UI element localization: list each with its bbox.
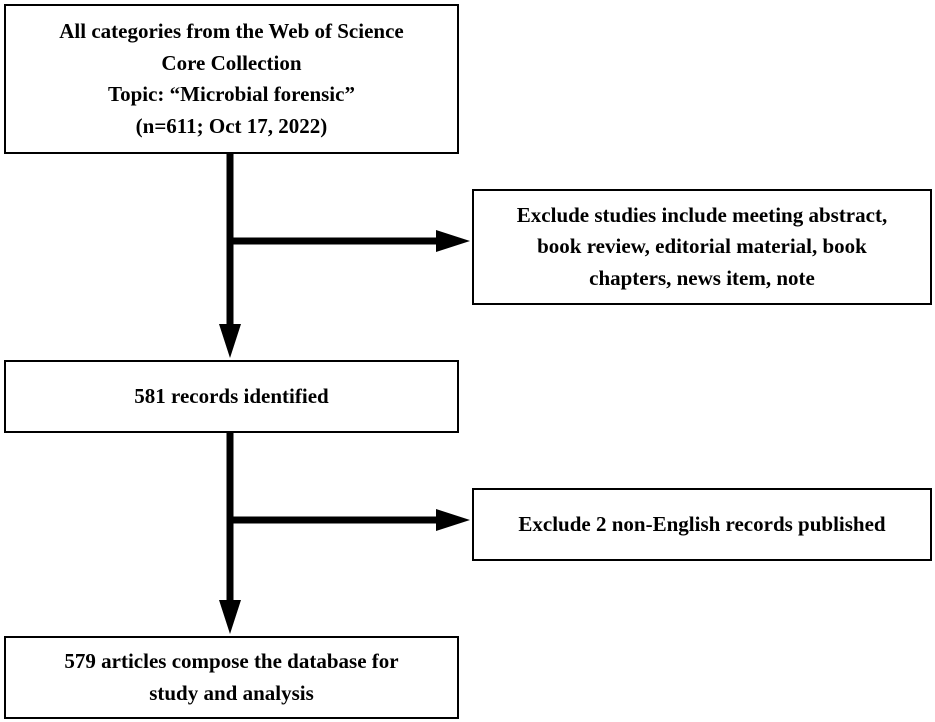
exclude-types-line-2: book review, editorial material, book — [537, 234, 867, 259]
arrowhead-to-identified — [219, 324, 241, 358]
exclude-types-line-1: Exclude studies include meeting abstract… — [516, 202, 888, 227]
source-box: All categories from the Web of Science C… — [4, 4, 459, 154]
exclude-language-line-1: Exclude 2 non-English records published — [518, 511, 886, 536]
source-line-1: All categories from the Web of Science — [59, 19, 404, 43]
arrowhead-to-exclude-types — [436, 230, 470, 252]
exclude-language-box: Exclude 2 non-English records published — [472, 488, 932, 561]
source-line-3: Topic: “Microbial forensic” — [108, 82, 355, 106]
exclude-types-box: Exclude studies include meeting abstract… — [472, 189, 932, 305]
source-line-2: Core Collection — [161, 50, 302, 75]
arrowhead-to-final — [219, 600, 241, 634]
final-box: 579 articles compose the database for st… — [4, 636, 459, 719]
arrowhead-to-exclude-language — [436, 509, 470, 531]
final-line-2: study and analysis — [149, 680, 314, 705]
source-line-4: (n=611; Oct 17, 2022) — [135, 113, 328, 138]
exclude-types-line-3: chapters, news item, note — [589, 265, 815, 290]
identified-line-1: 581 records identified — [134, 383, 329, 408]
final-line-1: 579 articles compose the database for — [64, 649, 399, 673]
identified-box: 581 records identified — [4, 360, 459, 433]
